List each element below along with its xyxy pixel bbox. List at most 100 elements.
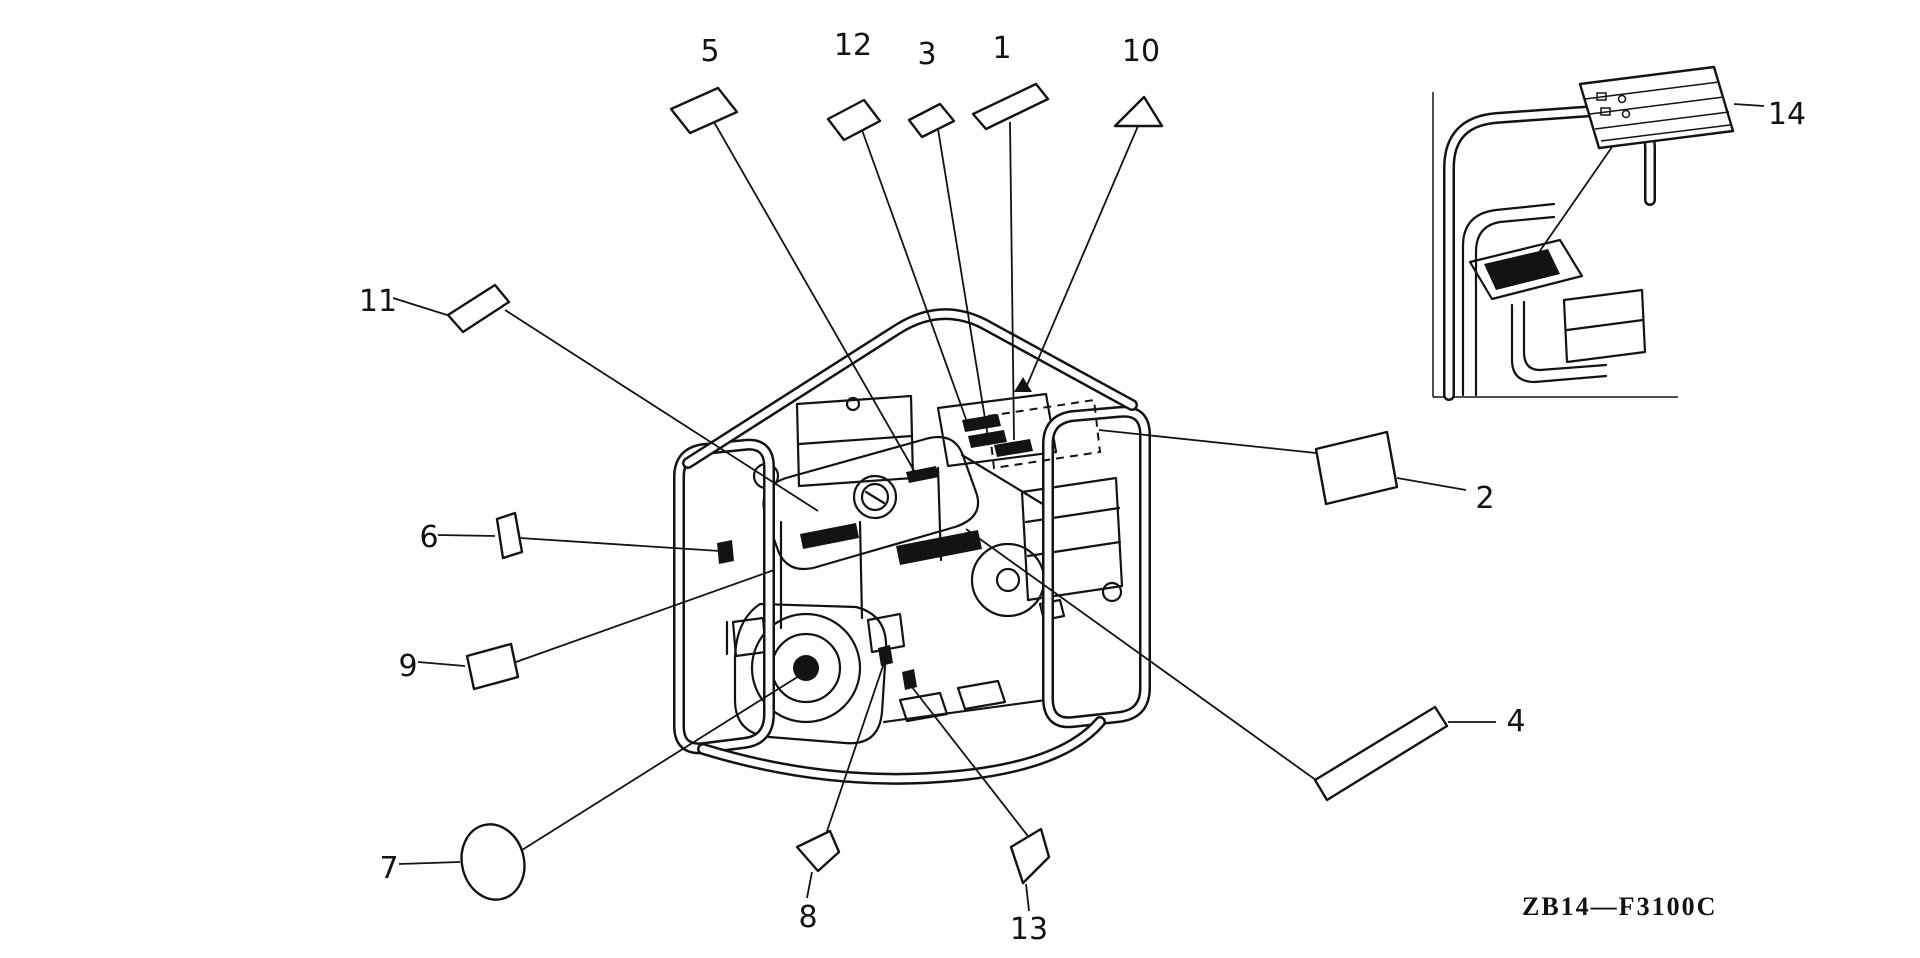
callout-9-number: 9: [398, 649, 417, 684]
callout-6-number: 6: [419, 520, 438, 555]
callout-13-leader: [907, 681, 1032, 841]
callout-1: 1: [971, 31, 1050, 441]
callout-12: 12: [826, 28, 968, 423]
callout-9-leader: [515, 569, 775, 663]
frame-top-rail-fill: [684, 310, 1136, 467]
frame-left-loop-fill: [675, 441, 773, 752]
control-panel: [936, 392, 1058, 468]
pump-volute: [733, 602, 888, 745]
callout-13-connector: [1025, 883, 1030, 912]
callout-8-connector: [806, 871, 813, 899]
inset-handle-tube-b: [1474, 215, 1556, 397]
callout-14-decal-print: [1584, 81, 1731, 142]
callout-10: 10: [1024, 34, 1164, 391]
callout-14-number: 14: [1768, 97, 1806, 132]
callout-12-number: 12: [834, 28, 872, 63]
callout-5: 5: [669, 34, 917, 475]
callout-10-decal: [1113, 95, 1164, 128]
carburetor: [866, 612, 906, 654]
decal-14-icon-circle-1: [1617, 94, 1627, 104]
callout-7-decal: [460, 823, 526, 901]
callout-11-decal: [446, 283, 511, 334]
callout-4-decal: [1313, 705, 1449, 802]
panel-label-1: [994, 439, 1033, 457]
callout-8-number: 8: [798, 900, 817, 935]
pump-inlet-outer: [750, 612, 862, 724]
callout-6-connector: [437, 534, 496, 537]
decal-14-hatch-1: [1584, 81, 1720, 100]
exhaust-outlet: [1101, 581, 1123, 603]
muffler-seam-1: [1024, 506, 1121, 524]
fuel-cap-bar: [864, 490, 886, 505]
callout-3-leader: [937, 128, 989, 438]
callout-6: 6: [419, 511, 721, 560]
recoil-hub: [995, 567, 1021, 593]
air-cleaner-bolt: [845, 396, 861, 412]
callout-14-leader: [1534, 146, 1613, 259]
callout-11-number: 11: [359, 284, 397, 319]
decal-14-icon-box-2: [1600, 107, 1611, 116]
decal-14-icon-box-1: [1596, 92, 1607, 101]
decal-14-hatch-2: [1589, 96, 1725, 115]
fuel-cap: [852, 474, 898, 520]
air-cleaner-seam: [797, 434, 914, 446]
callout-14-connector: [1733, 103, 1765, 107]
callout-11: 11: [359, 283, 819, 512]
warning-triangle-label: [1014, 377, 1032, 392]
callout-13: 13: [907, 681, 1051, 947]
callout-14-decal: [1578, 65, 1735, 150]
callout-6-decal: [495, 511, 524, 560]
deck-edge: [960, 453, 1048, 508]
callout-2-connector: [1396, 477, 1467, 491]
hidden-label-outline: [986, 398, 1102, 470]
callout-4: 4: [965, 528, 1526, 802]
callout-2-leader: [1098, 429, 1317, 454]
inset-lower-tube-b: [1522, 300, 1608, 372]
callout-3-decal: [907, 102, 956, 139]
callout-11-connector: [392, 297, 448, 316]
deck-label-5: [906, 466, 939, 483]
callout-2-number: 2: [1475, 481, 1494, 516]
muffler-seam-2: [1026, 540, 1122, 558]
callout-12-decal: [826, 98, 882, 142]
fuel-cap-inner: [860, 482, 890, 512]
decal-14-hatch-3: [1594, 111, 1730, 130]
callout-9-decal: [465, 642, 520, 691]
part-code: ZB14—F3100C: [1522, 892, 1717, 921]
callout-5-decal: [669, 86, 739, 135]
callout-9-connector: [417, 661, 466, 667]
callout-11-leader: [504, 309, 819, 512]
callout-7-number: 7: [379, 851, 398, 886]
callout-3-number: 3: [917, 37, 936, 72]
frame-bottom-rail-fill: [699, 718, 1104, 783]
inset-label-14: [1484, 249, 1560, 290]
inset-box: [1562, 288, 1647, 364]
callout-14: 14: [1534, 65, 1806, 259]
tank-front-label-4: [896, 530, 982, 565]
callout-10-leader: [1024, 125, 1139, 391]
carb-label-13: [902, 669, 917, 690]
callout-6-leader: [519, 537, 721, 552]
callout-9: 9: [398, 569, 775, 691]
callout-4-number: 4: [1506, 704, 1525, 739]
callout-5-leader: [713, 121, 917, 475]
callout-4-leader: [965, 528, 1321, 784]
callout-1-number: 1: [992, 31, 1011, 66]
engine-label-11: [800, 523, 859, 549]
callout-8-decal: [795, 829, 841, 873]
foot-right: [956, 679, 1007, 711]
engine-edge-right: [936, 466, 943, 562]
callout-3: 3: [907, 37, 989, 438]
decal-14-icon-circle-2: [1621, 109, 1631, 119]
base-skid: [882, 698, 1048, 724]
pump-illustration: [673, 308, 1151, 785]
callout-7-leader: [521, 675, 800, 851]
callout-1-leader: [1009, 121, 1015, 441]
callout-8-leader: [823, 662, 885, 841]
callout-7: 7: [379, 675, 800, 901]
inset-panel: [1468, 238, 1584, 301]
engine-edge-mid: [858, 520, 864, 620]
decal-14-hatch-4: [1600, 124, 1731, 142]
callout-1-decal: [971, 82, 1050, 131]
callout-10-number: 10: [1122, 34, 1160, 69]
